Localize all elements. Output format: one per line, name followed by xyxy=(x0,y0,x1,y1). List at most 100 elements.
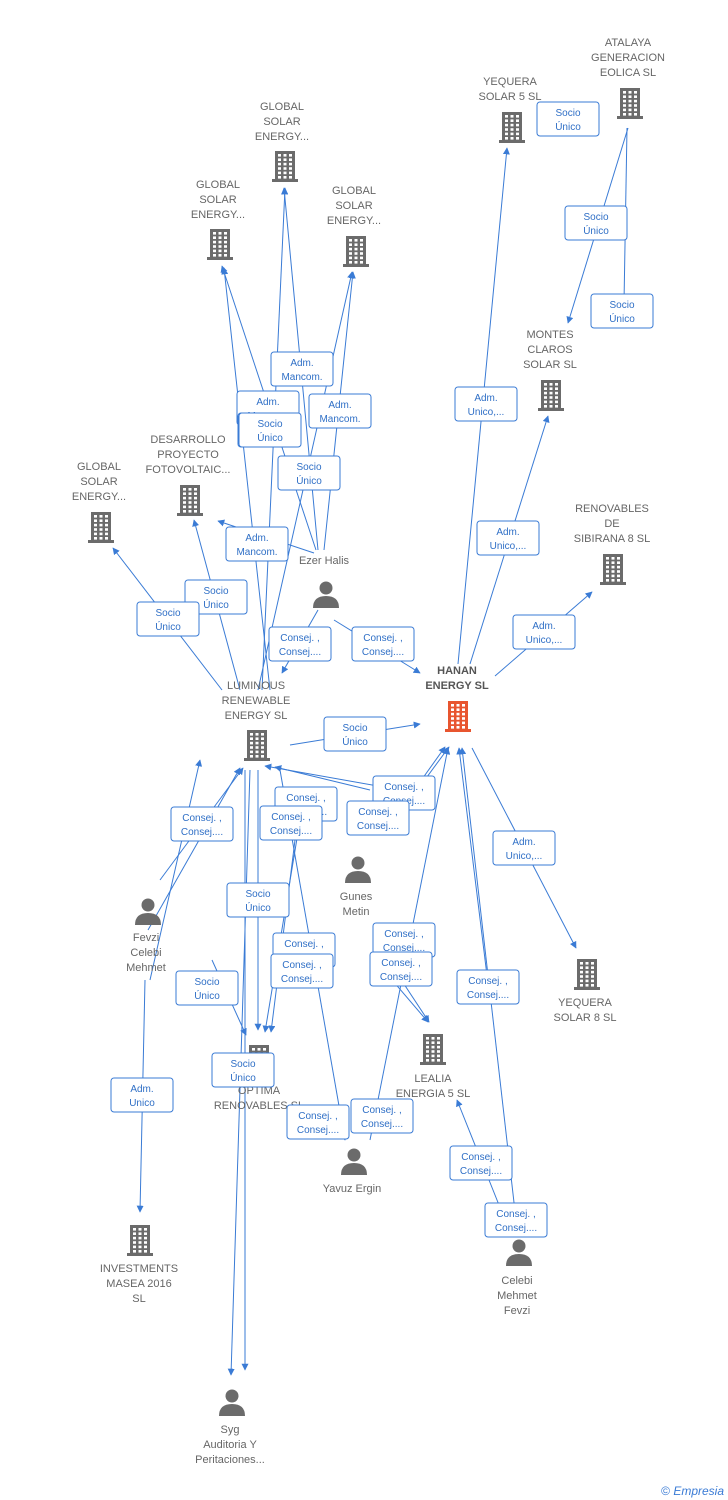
node-label: EOLICA SL xyxy=(600,67,656,79)
edge-label-text: Consej.... xyxy=(460,1166,502,1177)
edge-label[interactable]: Consej. ,Consej.... xyxy=(351,626,415,662)
edge-label-box xyxy=(268,626,332,662)
building-icon xyxy=(499,112,525,143)
node-ezer[interactable]: Ezer Halis xyxy=(299,555,350,608)
building-icon xyxy=(538,380,564,411)
edge-label-box xyxy=(564,205,628,241)
edge-label[interactable]: Consej. ,Consej.... xyxy=(268,626,332,662)
person-icon xyxy=(313,581,339,608)
edge-label-text: Consej. , xyxy=(182,813,221,824)
edge-label-text: Unico,... xyxy=(526,635,563,646)
edge-label[interactable]: Adm.Unico,... xyxy=(454,386,518,422)
node-label: Mehmet xyxy=(497,1290,537,1302)
edge-label[interactable]: Consej. ,Consej.... xyxy=(259,805,323,841)
edge-label-text: Consej. , xyxy=(496,1209,535,1220)
node-gse3[interactable]: GLOBALSOLARENERGY... xyxy=(327,185,381,267)
node-label: SL xyxy=(132,1293,145,1305)
edge-label-box xyxy=(351,626,415,662)
edge-label[interactable]: Consej. ,Consej.... xyxy=(270,953,334,989)
node-label: ENERGY SL xyxy=(425,680,489,692)
edge-label-box xyxy=(170,806,234,842)
edge-label-text: Socio xyxy=(583,212,608,223)
node-label: LEALIA xyxy=(414,1073,452,1085)
edge-label[interactable]: Adm.Mancom. xyxy=(270,351,334,387)
edge-labels-layer: SocioÚnicoSocioÚnicoSocioÚnicoAdm.Unico,… xyxy=(110,101,654,1238)
edge-label-text: Adm. xyxy=(130,1084,153,1095)
edge-label[interactable]: Adm. Unico xyxy=(110,1077,174,1113)
node-label: ENERGIA 5 SL xyxy=(396,1088,471,1100)
node-label: ENERGY... xyxy=(327,215,381,227)
node-gse2[interactable]: GLOBALSOLARENERGY... xyxy=(191,179,245,260)
edge-label-text: Consej.... xyxy=(380,972,422,983)
edge-label-text: Consej.... xyxy=(495,1223,537,1234)
node-label: SOLAR SL xyxy=(523,359,577,371)
edge-label-text: Adm. xyxy=(532,621,555,632)
node-lealia[interactable]: LEALIA ENERGIA 5 SL xyxy=(396,1034,471,1100)
node-label: RENOVABLES xyxy=(575,503,649,515)
edge-label[interactable]: Consej. ,Consej.... xyxy=(449,1145,513,1181)
node-gse4[interactable]: GLOBALSOLARENERGY... xyxy=(72,461,126,543)
node-label: Fevzi xyxy=(504,1305,530,1317)
node-label: SOLAR xyxy=(335,200,372,212)
edge-label-text: Consej.... xyxy=(270,826,312,837)
node-label: SOLAR 5 SL xyxy=(479,91,542,103)
edge-label-box xyxy=(270,351,334,387)
edge-label-box xyxy=(286,1104,350,1140)
copyright-icon: © xyxy=(661,1484,670,1498)
brand-logo[interactable]: Empresia xyxy=(673,1484,724,1498)
node-label: Auditoria Y xyxy=(203,1439,257,1451)
edge-label[interactable]: Adm.Mancom. xyxy=(225,526,289,562)
edge-label-text: Unico xyxy=(129,1098,155,1109)
node-desarrollo[interactable]: DESARROLLOPROYECTOFOTOVOLTAIC... xyxy=(146,434,231,516)
person-icon xyxy=(341,1148,367,1175)
edge-label-box xyxy=(512,614,576,650)
node-label: Syg xyxy=(221,1424,240,1436)
edge-label-text: Consej.... xyxy=(467,990,509,1001)
edge-label[interactable]: Consej. ,Consej.... xyxy=(346,800,410,836)
edge-label-text: Consej.... xyxy=(297,1125,339,1136)
edge-label[interactable]: Consej. ,Consej.... xyxy=(369,951,433,987)
edge-label[interactable]: Adm.Unico,... xyxy=(492,830,556,866)
edge-label-box xyxy=(110,1077,174,1113)
edge-label[interactable]: Adm. Unico,... xyxy=(512,614,576,650)
edge-label[interactable]: Consej. ,Consej.... xyxy=(456,969,520,1005)
person-icon xyxy=(219,1389,245,1416)
edge-label-box xyxy=(270,953,334,989)
node-gse1[interactable]: GLOBALSOLARENERGY... xyxy=(255,101,309,182)
edge-label-text: Adm. xyxy=(328,400,351,411)
node-yavuz[interactable]: Yavuz Ergin xyxy=(323,1148,382,1196)
edge-label[interactable]: Consej. , Consej.... xyxy=(170,806,234,842)
edge-label[interactable]: Consej. , Consej.... xyxy=(484,1202,548,1238)
edge-label-text: Consej.... xyxy=(181,827,223,838)
edge-label[interactable]: Adm.Unico,... xyxy=(476,520,540,556)
edge-label[interactable]: Consej. ,Consej.... xyxy=(350,1098,414,1134)
edge-label[interactable]: Adm.Mancom. xyxy=(308,393,372,429)
edge-label-text: Único xyxy=(194,989,220,1002)
edge-label[interactable]: Consej. ,Consej.... xyxy=(286,1104,350,1140)
node-label: Fevzi xyxy=(133,932,159,944)
edge-label-text: Socio xyxy=(155,608,180,619)
